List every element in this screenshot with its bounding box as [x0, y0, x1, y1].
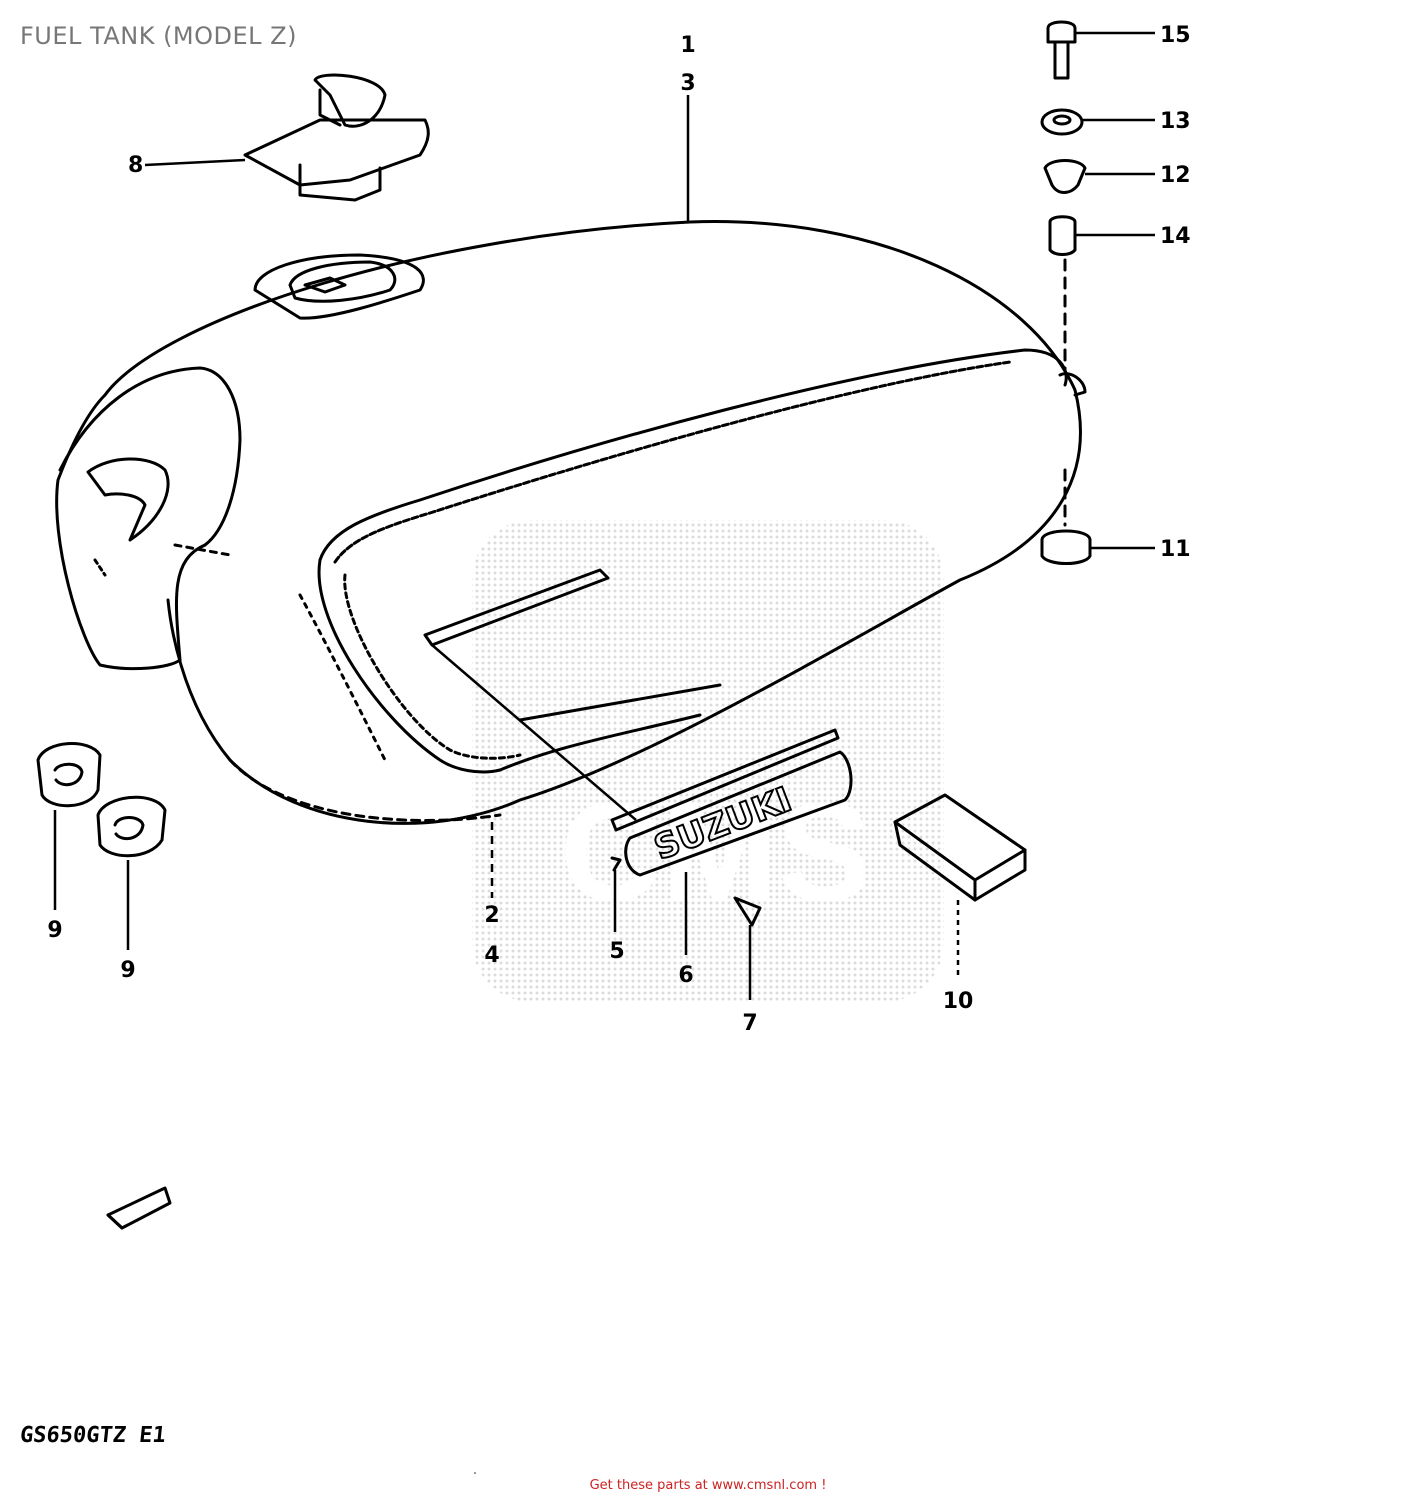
cushion-part [1043, 159, 1087, 194]
emblem-part [610, 728, 853, 877]
screw-part [733, 896, 762, 927]
callout-14: 14 [1160, 224, 1191, 249]
callout-11: 11 [1160, 537, 1191, 562]
watermark: CMS [472, 520, 944, 1002]
rear-cushion-part [1040, 529, 1092, 565]
emblem-pad-part [893, 793, 1027, 902]
callout-5: 5 [609, 939, 624, 964]
washer-part [1040, 108, 1084, 136]
callout-8: 8 [128, 153, 143, 178]
leader-lines [53, 31, 1155, 1000]
callout-7: 7 [742, 1011, 757, 1036]
collar-part [1048, 215, 1077, 256]
page-title: FUEL TANK (MODEL Z) [20, 22, 297, 50]
model-code: GS650GTZ E1 [18, 1423, 168, 1448]
callout-6: 6 [678, 963, 693, 988]
callout-1: 1 [680, 33, 695, 58]
dot-mark [474, 1472, 476, 1474]
bolt-part [1046, 20, 1077, 80]
callout-2: 2 [484, 903, 499, 928]
callout-15: 15 [1160, 23, 1191, 48]
callout-3: 3 [680, 71, 695, 96]
callout-12: 12 [1160, 163, 1191, 188]
cushion-9a [36, 742, 102, 808]
cushion-9b [96, 795, 167, 858]
watermark-text: CMS [560, 773, 871, 930]
callout-13: 13 [1160, 109, 1191, 134]
callout-4: 4 [484, 943, 499, 968]
footer-link[interactable]: Get these parts at www.cmsnl.com ! [589, 1478, 827, 1493]
callout-10: 10 [943, 989, 974, 1014]
callout-9a: 9 [47, 918, 62, 943]
rivet-part [610, 856, 622, 872]
fuel-cap-part [243, 73, 430, 202]
fuel-cap-recess [253, 253, 425, 320]
callout-9b: 9 [120, 958, 135, 983]
fuel-tank-body [103, 220, 1082, 825]
